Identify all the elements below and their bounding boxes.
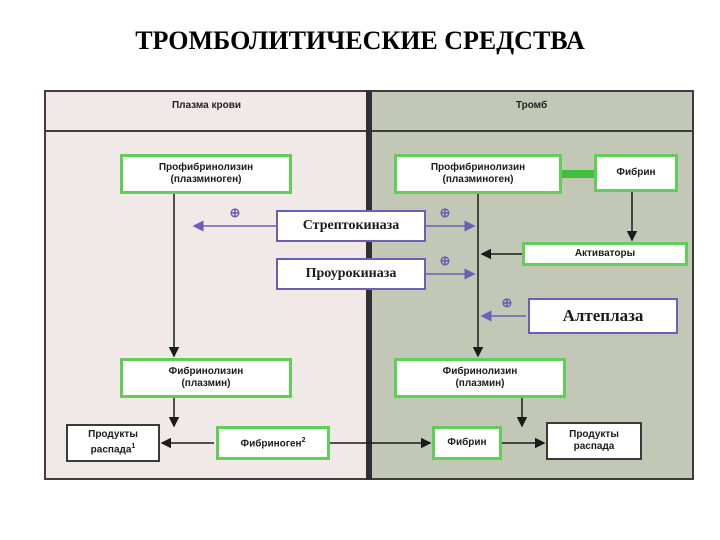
arrow-layer [160,170,638,449]
label-profibrinolysin-thrombus: Профибринолизин (плазминоген) [430,162,526,185]
box-profibrinolysin-thrombus: Профибринолизин (плазминоген) [394,154,562,194]
fibrin-binding-link [546,170,594,178]
fibrinogen-text: Фибриноген [240,438,302,450]
box-products-plasma: Продукты распада1 [66,424,160,462]
label-profibrinolysin-plasma: Профибринолизин (плазминоген) [158,162,254,185]
slide-title: ТРОМБОЛИТИЧЕСКИЕ СРЕДСТВА [135,26,585,55]
label-fibrin-top: Фибрин [616,167,656,178]
box-streptokinase: Стрептокиназа [276,210,426,242]
box-fibrinogen: Фибриноген2 [216,426,330,460]
label-fibrinolysin-plasma: Фибринолизин (плазмин) [168,366,244,389]
label-products-plasma: Продукты распада1 [88,429,138,456]
plus-icon-strep-right: ⊕ [439,205,451,220]
products-plasma-text: Продукты распада [88,429,138,456]
box-products-thrombus: Продукты распада [546,422,642,460]
box-profibrinolysin-plasma: Профибринолизин (плазминоген) [120,154,292,194]
plus-icon-strep-left: ⊕ [229,205,241,220]
plasma-zone-header: Плазма крови [171,100,242,111]
box-fibrin-thrombus-bottom: Фибрин [432,426,502,460]
box-prourokinase: Проурокиназа [276,258,426,290]
box-alteplase: Алтеплаза [528,298,678,334]
fibrinogen-footnote: 2 [301,437,306,445]
box-fibrinolysin-thrombus: Фибринолизин (плазмин) [394,358,566,398]
label-fibrinogen: Фибриноген2 [241,435,306,450]
label-streptokinase: Стрептокиназа [302,218,400,233]
plus-icon-alteplase: ⊕ [501,295,513,310]
label-products-thrombus: Продукты распада [569,429,619,452]
products-plasma-footnote: 1 [131,443,136,451]
box-fibrin-thrombus-top: Фибрин [594,154,678,192]
label-alteplase: Алтеплаза [562,306,644,325]
label-activators: Активаторы [574,248,636,259]
label-fibrin-bottom: Фибрин [447,437,487,448]
header-separator-right [372,130,692,132]
plus-icon-prouro: ⊕ [439,253,451,268]
label-fibrinolysin-thrombus: Фибринолизин (плазмин) [442,366,518,389]
thrombus-zone-header: Тромб [515,100,548,111]
box-activators: Активаторы [522,242,688,266]
label-prourokinase: Проурокиназа [305,266,397,281]
box-fibrinolysin-plasma: Фибринолизин (плазмин) [120,358,292,398]
header-separator-left [46,130,366,132]
thrombolytic-diagram: Плазма крови Тромб [44,90,694,480]
